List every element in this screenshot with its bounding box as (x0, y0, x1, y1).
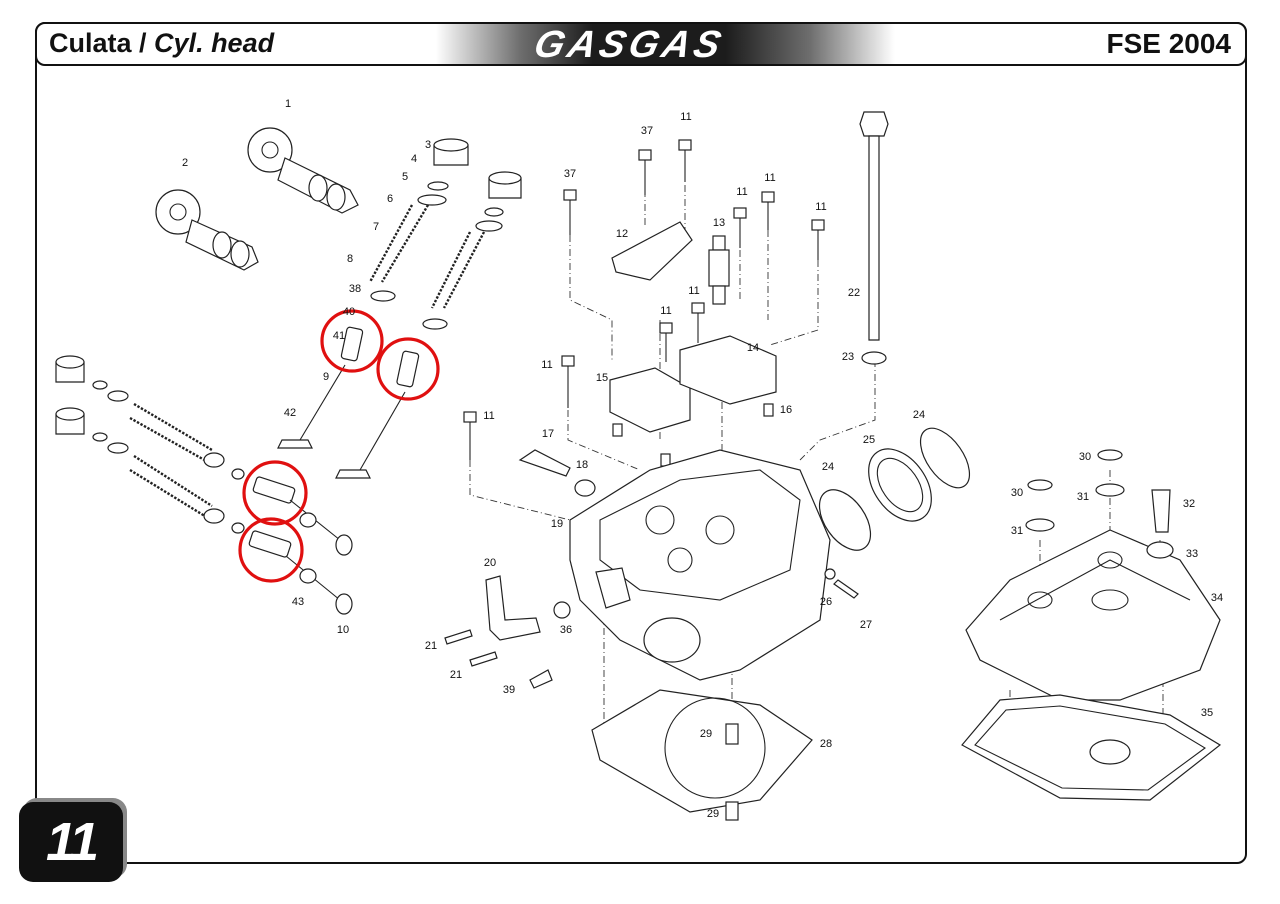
callout-11b: 11 (736, 186, 747, 198)
section-title-es: Culata / (49, 28, 147, 58)
highlight-circle-41 (320, 309, 384, 373)
callout-31b: 31 (1011, 525, 1023, 537)
callout-39: 39 (503, 684, 515, 696)
callout-10: 10 (337, 624, 349, 636)
callout-30b: 30 (1011, 487, 1023, 499)
callout-37a: 37 (641, 125, 653, 137)
callout-1: 1 (285, 98, 291, 110)
callout-7: 7 (373, 221, 379, 233)
callout-23: 23 (842, 351, 854, 363)
part-callouts: 1 2 3 4 5 6 7 8 38 40 41 9 42 43 10 37 1… (182, 98, 1223, 820)
callout-12: 12 (616, 228, 628, 240)
callout-33: 33 (1186, 548, 1198, 560)
valve-guides-upper (277, 326, 420, 479)
callout-5: 5 (402, 171, 408, 183)
page-header: Culata / Cyl. head GASGAS FSE 2004 (35, 22, 1247, 66)
callout-19: 19 (551, 518, 563, 530)
callout-3: 3 (425, 139, 431, 151)
callout-14: 14 (747, 342, 759, 354)
callout-30a: 30 (1079, 451, 1091, 463)
camshaft-caps (609, 335, 777, 467)
callout-35: 35 (1201, 707, 1213, 719)
callout-43: 43 (292, 596, 304, 608)
callout-36: 36 (560, 624, 572, 636)
callout-34: 34 (1211, 592, 1223, 604)
callout-27: 27 (860, 619, 872, 631)
callout-16: 16 (780, 404, 792, 416)
callout-37b: 37 (564, 168, 576, 180)
callout-11e: 11 (660, 305, 671, 317)
callout-29a: 29 (700, 728, 712, 740)
callout-11g: 11 (541, 359, 552, 371)
callout-15: 15 (596, 372, 608, 384)
highlight-circle-upper-guide (376, 337, 440, 401)
callout-22: 22 (848, 287, 860, 299)
callout-21b: 21 (450, 669, 462, 681)
valve-cover-gasket (961, 694, 1222, 801)
callout-25: 25 (863, 434, 875, 446)
highlight-marks (238, 309, 440, 583)
callout-24a: 24 (913, 409, 925, 421)
valve-assembly-upper (368, 138, 522, 330)
callout-2: 2 (182, 157, 188, 169)
misc-fittings (444, 449, 859, 689)
highlight-circle-lower-guide-1 (242, 460, 308, 526)
page-number-badge: 11 (19, 802, 123, 882)
callout-42: 42 (284, 407, 296, 419)
callout-21a: 21 (425, 640, 437, 652)
callout-38: 38 (349, 283, 361, 295)
head-gasket (591, 689, 813, 821)
callout-11h: 11 (483, 410, 494, 422)
highlight-circle-lower-guide-2 (238, 517, 304, 583)
valve-cover (965, 449, 1221, 701)
callout-24b: 24 (822, 461, 834, 473)
callout-20: 20 (484, 557, 496, 569)
callout-32: 32 (1183, 498, 1195, 510)
exhaust-camshaft (247, 127, 359, 214)
callout-29b: 29 (707, 808, 719, 820)
cylinder-head (569, 449, 831, 681)
valve-guides-lower (248, 476, 353, 615)
callout-6: 6 (387, 193, 393, 205)
callout-8: 8 (347, 253, 353, 265)
callout-4: 4 (411, 153, 417, 165)
breather-bracket (611, 221, 693, 281)
callout-18: 18 (576, 459, 588, 471)
callout-9: 9 (323, 371, 329, 383)
section-title: Culata / Cyl. head (49, 28, 274, 59)
cylinder-stud (859, 111, 889, 365)
bolts (463, 139, 825, 460)
callout-26: 26 (820, 596, 832, 608)
intake-camshaft (155, 189, 259, 271)
callout-11c: 11 (764, 172, 775, 184)
intake-manifold (818, 427, 971, 551)
callout-11f: 11 (688, 285, 699, 297)
callout-28: 28 (820, 738, 832, 750)
model-title: FSE 2004 (1106, 28, 1231, 59)
callout-11a: 11 (680, 111, 691, 123)
callout-17: 17 (542, 428, 554, 440)
valve-assembly-lower (55, 355, 245, 534)
callout-31a: 31 (1077, 491, 1089, 503)
callout-40: 40 (343, 306, 355, 318)
section-title-en: Cyl. head (154, 28, 275, 58)
callout-11d: 11 (815, 201, 826, 213)
spark-plug (708, 235, 730, 305)
callout-41: 41 (333, 330, 345, 342)
callout-13: 13 (713, 217, 725, 229)
